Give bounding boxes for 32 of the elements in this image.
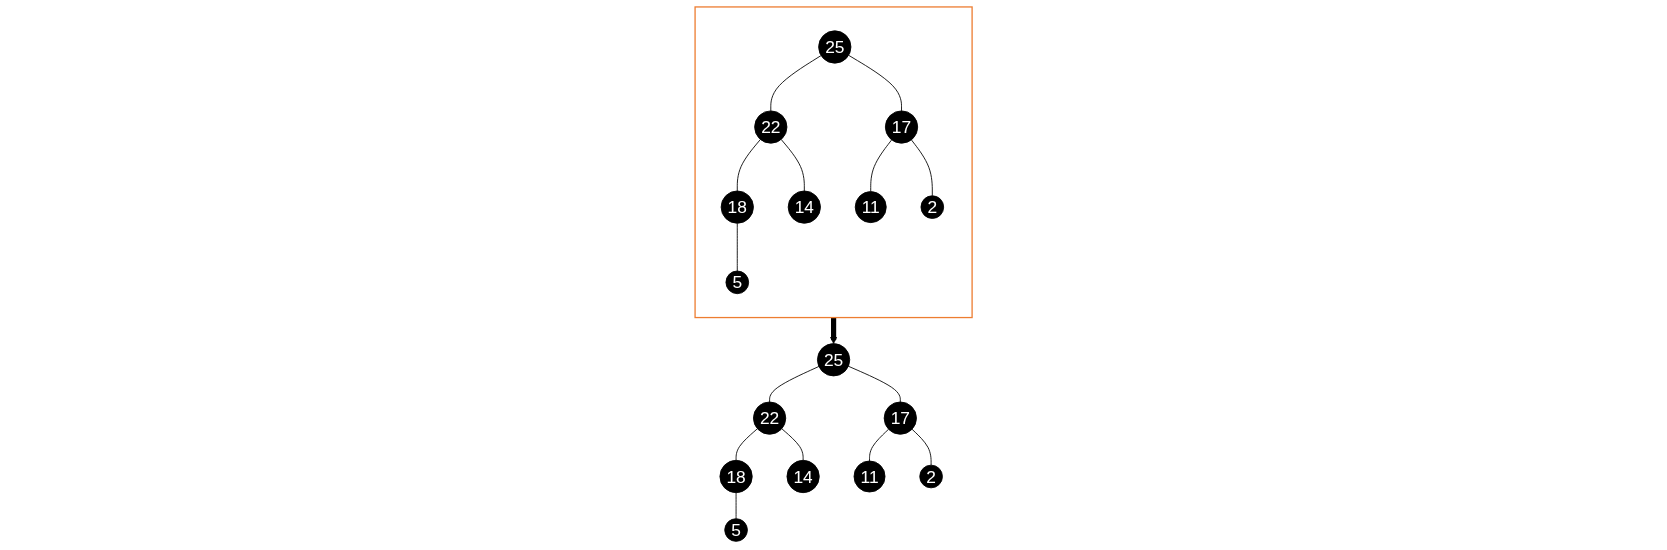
node-circle: 14 <box>786 459 820 494</box>
node-circle: 14 <box>787 190 821 224</box>
node-circle: 2 <box>919 464 943 489</box>
connector <box>869 428 889 462</box>
node-circle: 18 <box>719 459 753 494</box>
connector <box>870 139 892 193</box>
node-circle: 2 <box>920 195 944 219</box>
node-circle: 22 <box>754 110 788 144</box>
connector <box>770 55 822 112</box>
arrow <box>829 317 838 344</box>
connector <box>735 492 737 520</box>
connector <box>911 428 932 466</box>
node-circle: 22 <box>752 401 787 435</box>
node-circle: 17 <box>884 110 919 144</box>
connector <box>735 428 758 461</box>
cluster <box>694 6 973 319</box>
connector <box>780 139 805 192</box>
connector <box>736 139 761 192</box>
node-circle: 25 <box>816 343 851 377</box>
node-circle: 5 <box>724 518 748 542</box>
connector <box>910 139 933 197</box>
connector <box>847 365 901 403</box>
node-circle: 11 <box>853 460 886 493</box>
connector <box>781 428 804 461</box>
connector <box>769 366 820 403</box>
node-circle: 11 <box>854 191 887 224</box>
connector <box>736 222 738 272</box>
node-circle: 5 <box>725 270 749 295</box>
connector <box>848 54 902 112</box>
node-circle: 17 <box>883 401 917 435</box>
node-circle: 18 <box>720 190 754 224</box>
node-circle: 25 <box>818 30 852 64</box>
